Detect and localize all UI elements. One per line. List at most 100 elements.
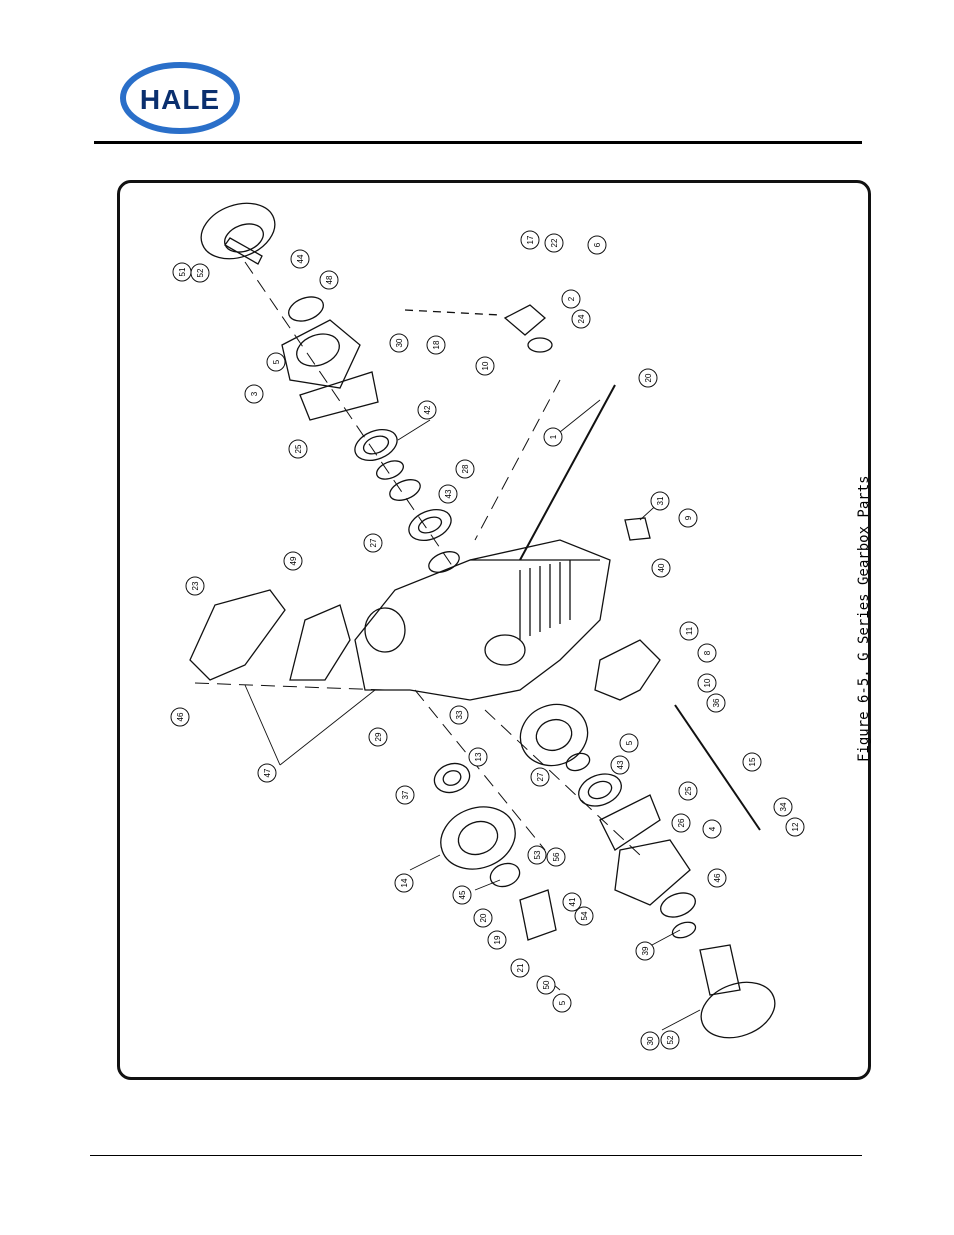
callout-number: 21 xyxy=(516,963,525,972)
callout-number: 2 xyxy=(567,296,576,301)
part-callout: 30 xyxy=(390,334,408,352)
cable xyxy=(405,310,500,315)
callout-number: 46 xyxy=(713,873,722,882)
callout-number: 43 xyxy=(616,760,625,769)
callout-number: 20 xyxy=(479,913,488,922)
callout-number: 17 xyxy=(526,235,535,244)
callout-number: 52 xyxy=(666,1035,675,1044)
part-callout: 21 xyxy=(511,959,529,977)
callout-number: 9 xyxy=(684,515,693,520)
callout-number: 49 xyxy=(289,556,298,565)
part-callout: 27 xyxy=(531,768,549,786)
part-callout: 46 xyxy=(708,869,726,887)
part-callout: 37 xyxy=(396,786,414,804)
part-callout: 26 xyxy=(672,814,690,832)
callout-number: 44 xyxy=(296,254,305,263)
part-callout: 36 xyxy=(707,694,725,712)
part-callout: 42 xyxy=(418,401,436,419)
part-callout: 24 xyxy=(572,310,590,328)
shift-fork xyxy=(595,640,660,700)
gasket-25 xyxy=(600,795,660,850)
plate-31 xyxy=(625,518,650,540)
part-callout: 18 xyxy=(427,336,445,354)
part-callout: 44 xyxy=(291,250,309,268)
callout-number: 33 xyxy=(455,710,464,719)
callout-number: 30 xyxy=(395,338,404,347)
callout-number: 42 xyxy=(423,405,432,414)
part-callout: 34 xyxy=(774,798,792,816)
part-callout: 51 xyxy=(173,263,191,281)
part-callout: 40 xyxy=(652,559,670,577)
part-callout: 27 xyxy=(364,534,382,552)
seal-ring xyxy=(426,548,462,577)
part-callout: 52 xyxy=(191,264,209,282)
gasket-24 xyxy=(528,338,552,352)
part-callout: 3 xyxy=(245,385,263,403)
part-callout: 19 xyxy=(488,931,506,949)
input-flange xyxy=(193,194,282,269)
part-callout: 25 xyxy=(289,440,307,458)
part-callout: 22 xyxy=(545,234,563,252)
part-callout: 5 xyxy=(267,353,285,371)
part-callout: 4 xyxy=(703,820,721,838)
callout-number: 11 xyxy=(685,626,694,635)
callout-number: 30 xyxy=(646,1036,655,1045)
bearing-43-lower xyxy=(574,768,626,811)
callout-number: 5 xyxy=(625,740,634,745)
bearing-37 xyxy=(430,759,473,798)
callout-number: 25 xyxy=(684,786,693,795)
part-callout: 53 xyxy=(528,846,546,864)
part-callout: 15 xyxy=(743,753,761,771)
part-callout: 28 xyxy=(456,460,474,478)
callout-number: 36 xyxy=(712,698,721,707)
part-callout: 46 xyxy=(171,708,189,726)
callout-number: 40 xyxy=(657,563,666,572)
part-callout: 5 xyxy=(620,734,638,752)
gear-cover xyxy=(190,590,285,680)
callout-number: 22 xyxy=(550,238,559,247)
cover-gasket xyxy=(290,605,350,680)
callout-number: 31 xyxy=(656,496,665,505)
figure-caption: Figure 6-5. G Series Gearbox Parts xyxy=(856,475,872,762)
part-callout: 29 xyxy=(369,728,387,746)
gear-14 xyxy=(432,797,524,879)
output-flange xyxy=(693,945,782,1047)
callout-number: 52 xyxy=(196,268,205,277)
part-callout: 9 xyxy=(679,509,697,527)
part-callout: 2 xyxy=(562,290,580,308)
part-callout: 52 xyxy=(661,1031,679,1049)
part-callout: 13 xyxy=(469,748,487,766)
part-callout: 47 xyxy=(258,764,276,782)
part-callout: 11 xyxy=(680,622,698,640)
part-callout: 20 xyxy=(474,909,492,927)
footer-rule xyxy=(90,1155,862,1156)
snap-ring xyxy=(374,457,406,482)
callout-number: 6 xyxy=(593,242,602,247)
callout-number: 56 xyxy=(552,852,561,861)
callout-number: 25 xyxy=(294,444,303,453)
bearing-43 xyxy=(404,504,455,546)
callout-number: 29 xyxy=(374,732,383,741)
callout-number: 14 xyxy=(400,878,409,887)
rod-1 xyxy=(520,385,615,560)
callout-number: 37 xyxy=(401,790,410,799)
callout-number: 19 xyxy=(493,935,502,944)
callout-number: 50 xyxy=(542,980,551,989)
shim-ring xyxy=(387,476,423,505)
callout-number: 45 xyxy=(458,890,467,899)
part-callout: 54 xyxy=(575,907,593,925)
part-callout: 8 xyxy=(698,644,716,662)
callout-number: 8 xyxy=(703,650,712,655)
gearbox-housing xyxy=(355,540,610,700)
callout-number: 1 xyxy=(549,434,558,439)
part-callout: 43 xyxy=(611,756,629,774)
callout-number: 27 xyxy=(536,772,545,781)
part-callouts: 5152444853254228432749234647372914452019… xyxy=(171,231,804,1050)
part-callout: 50 xyxy=(537,976,555,994)
callout-number: 48 xyxy=(325,275,334,284)
callout-number: 47 xyxy=(263,768,272,777)
bearing-housing-right xyxy=(615,840,690,905)
leader-lines xyxy=(245,400,700,1030)
callout-number: 5 xyxy=(558,1000,567,1005)
